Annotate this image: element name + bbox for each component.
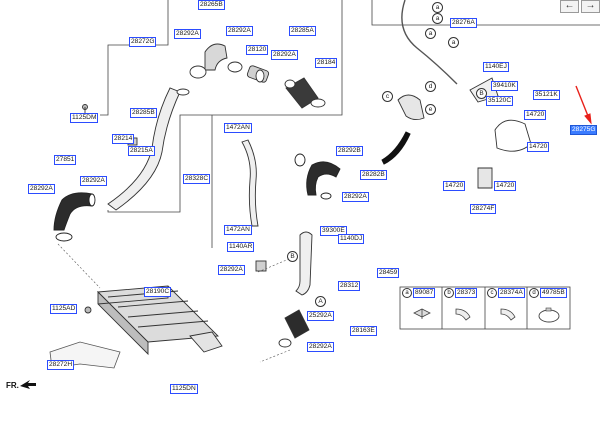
part-label-39300E[interactable]: 39300E [320,226,347,236]
legend-cell-c: c 28374A [487,287,529,329]
part-label-25292A[interactable]: 25292A [307,311,334,321]
group-frame-upper [100,0,169,116]
part-label-28292A[interactable]: 28292A [271,50,298,60]
part-label-1140EJ[interactable]: 1140EJ [483,62,509,72]
part-label-28274F[interactable]: 28274F [470,204,497,214]
legend-key-c: c [487,288,497,298]
callout-A: A [315,296,326,307]
callout-a: a [448,37,459,48]
part-label-28328C[interactable]: 28328C [183,174,211,184]
part-label-28275G-selected[interactable]: 28275G [570,125,598,135]
prev-arrow-button[interactable]: ← [560,0,579,13]
intake-pipe-left [107,87,181,211]
legend-part-89087[interactable]: 89087 [413,288,436,298]
hose-28282B [306,161,341,196]
detail-frame-right [371,0,600,26]
part-label-28292A[interactable]: 28292A [80,176,107,186]
clip-icon [413,308,431,319]
part-label-1472AN[interactable]: 1472AN [224,225,252,235]
part-label-28272H[interactable]: 28272H [47,360,75,370]
part-label-28215A[interactable]: 28215A [128,146,155,156]
part-label-35120C[interactable]: 35120C [486,96,514,106]
hose-clamp-icon [538,307,560,323]
part-label-28272G[interactable]: 28272G [129,37,157,47]
part-label-28292A[interactable]: 28292A [307,342,334,352]
part-label-28276A[interactable]: 28276A [450,18,477,28]
legend-part-28374A[interactable]: 28374A [498,288,525,298]
legend-part-49785B[interactable]: 49785B [540,288,567,298]
boost-sensor-elbow [397,94,425,121]
hose-icon [455,308,471,321]
part-label-27851[interactable]: 27851 [54,155,77,165]
legend-part-28373[interactable]: 28373 [455,288,478,298]
part-label-28292B[interactable]: 28292B [336,146,363,156]
legend-key-b: b [444,288,454,298]
callout-b: B [287,251,298,262]
part-label-1472AN[interactable]: 1472AN [224,123,252,133]
part-label-28292A[interactable]: 28292A [342,192,369,202]
part-label-14720[interactable]: 14720 [443,181,466,191]
part-label-28292A[interactable]: 28292A [226,26,253,36]
callout-a: a [425,28,436,39]
part-label-14720[interactable]: 14720 [527,142,550,152]
part-label-28120[interactable]: 28120 [246,45,269,55]
part-label-28163E[interactable]: 28163E [350,326,377,336]
legend-cell-a: a 89087 [402,287,444,329]
part-label-14720[interactable]: 14720 [494,181,517,191]
flow-arrow [381,131,411,165]
callout-b: B [476,88,487,99]
part-label-14720[interactable]: 14720 [524,110,547,120]
front-direction-label: FR. [6,381,19,390]
part-label-28312[interactable]: 28312 [338,281,361,291]
hose-14720 [494,119,532,152]
part-label-1140DJ[interactable]: 1140DJ [338,234,365,244]
front-direction-arrow [20,380,36,389]
part-label-28292A[interactable]: 28292A [174,29,201,39]
red-indicator-arrow [575,85,592,125]
part-label-28285A[interactable]: 28285A [289,26,316,36]
part-label-35121K[interactable]: 35121K [533,90,560,100]
next-arrow-button[interactable]: → [581,0,600,13]
part-label-1125DN[interactable]: 1125DN [170,384,198,394]
part-label-1125AD[interactable]: 1125AD [50,304,78,314]
elbow-hose-top [204,43,228,71]
callout-a: a [432,13,443,24]
part-label-28190C[interactable]: 28190C [144,287,172,297]
legend-cell-b: b 28373 [444,287,486,329]
part-label-28459[interactable]: 28459 [377,268,400,278]
callout-a: a [432,2,443,13]
legend-key-d: d [529,288,539,298]
part-label-1140AR[interactable]: 1140AR [227,242,255,252]
callout-c: c [382,91,393,102]
part-label-1125DM[interactable]: 1125DM [70,113,99,123]
hose-28328C [241,139,259,227]
hose-icon [500,308,516,321]
hose-28274F [477,167,493,189]
intake-pipe-lower [295,231,313,296]
part-label-28282B[interactable]: 28282B [360,170,387,180]
group-frame-right [107,0,343,213]
callout-e: e [425,104,436,115]
hose-27851 [53,192,93,231]
legend-cell-d: d 49785B [529,287,571,329]
legend-key-a: a [402,288,412,298]
part-label-28285B[interactable]: 28285B [130,108,157,118]
callout-d: d [425,81,436,92]
part-label-28292A[interactable]: 28292A [218,265,245,275]
part-label-28292A[interactable]: 28292A [28,184,55,194]
part-label-28214[interactable]: 28214 [112,134,135,144]
part-label-39410K[interactable]: 39410K [491,81,518,91]
part-label-28265B[interactable]: 28265B [198,0,225,10]
hose-28163E [284,309,310,339]
vacuum-line-28276A [401,0,458,85]
part-label-28184[interactable]: 28184 [315,58,338,68]
